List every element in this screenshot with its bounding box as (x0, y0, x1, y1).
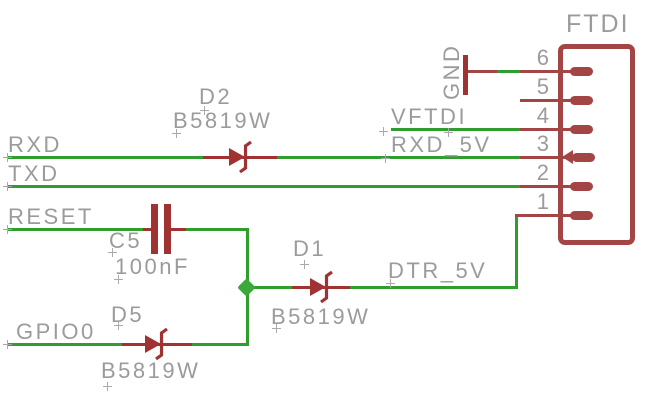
pin-stub-4 (520, 128, 574, 131)
connector-title: FTDI (566, 10, 630, 38)
diode-anode-triangle (229, 148, 245, 166)
wire-dtr5v-net (348, 286, 518, 289)
diode-schottky-cathode (320, 270, 333, 304)
origin-cross (103, 382, 112, 391)
ref-label-c5: C5 (109, 228, 143, 253)
net-label-vftdi: VFTDI (391, 104, 468, 129)
net-label-txd: TXD (8, 161, 60, 186)
pin-number-1: 1 (536, 189, 549, 214)
pin-number-3: 3 (536, 131, 549, 156)
pad-pin-1 (570, 211, 593, 220)
value-label-d2: B5819W (173, 108, 273, 133)
pin-number-6: 6 (536, 45, 549, 70)
wire-junction-dot (237, 278, 256, 297)
origin-cross (3, 225, 12, 234)
ref-label-d5: D5 (111, 302, 145, 327)
origin-cross (200, 106, 209, 115)
pin-stub-6 (520, 70, 574, 73)
diode-schottky-cathode (239, 140, 252, 174)
c5-pin-wire-right (169, 228, 186, 231)
diode-anode-triangle (145, 335, 161, 353)
wire-reset-to-junction (184, 228, 248, 231)
pad-pin-5 (570, 96, 593, 105)
origin-cross (444, 128, 453, 137)
ref-label-d1: D1 (293, 236, 327, 261)
pin-stub-3 (520, 156, 574, 159)
c5-plate-right (164, 204, 171, 254)
origin-cross (386, 279, 395, 288)
origin-cross (381, 154, 390, 163)
origin-cross (114, 321, 123, 330)
diode-schottky-cathode (155, 327, 168, 361)
c5-pin-wire-left (143, 228, 153, 231)
wire-vftdi-net (391, 128, 520, 131)
origin-cross (3, 182, 12, 191)
value-label-d5: B5819W (101, 358, 201, 383)
wire-txd-net (8, 185, 520, 188)
pin-number-5: 5 (536, 74, 549, 99)
value-label-d1: B5819W (271, 304, 371, 329)
origin-cross (379, 127, 388, 136)
schottky-diode-d5-symbol (145, 327, 168, 361)
net-label-rxd-5v: RXD_5V (391, 132, 492, 157)
pad-pin-6 (570, 67, 593, 76)
ftdi-connector-outline (558, 44, 635, 245)
origin-cross (114, 275, 123, 284)
pad-pin-2 (570, 182, 593, 191)
wire-junction-to-d1 (248, 286, 292, 289)
origin-cross (272, 324, 281, 333)
wire-reset-net (8, 228, 145, 231)
ref-label-d2: D2 (199, 84, 233, 109)
net-label-gnd: GND (439, 43, 464, 100)
pad-pin-3-arrow (562, 150, 573, 164)
wire-gnd-net (494, 70, 520, 73)
gnd-bar-symbol (463, 55, 468, 95)
pad-pin-3 (572, 153, 595, 162)
pin-stub-2 (520, 185, 574, 188)
net-label-dtr-5v: DTR_5V (388, 258, 488, 283)
diode-anode-triangle (310, 278, 326, 296)
origin-cross (300, 260, 309, 269)
wire-d5-to-junction (190, 343, 248, 346)
net-label-reset: RESET (8, 204, 94, 229)
net-label-rxd: RXD (8, 132, 62, 157)
origin-cross (172, 129, 181, 138)
net-label-gpio0: GPIO0 (16, 319, 96, 344)
origin-cross (3, 153, 12, 162)
value-label-c5: 100nF (115, 254, 190, 279)
pad-pin-4 (570, 125, 593, 134)
pin-stub-5 (520, 99, 574, 102)
gnd-pin-wire (467, 70, 497, 73)
c5-plate-left (151, 204, 158, 254)
origin-cross (108, 248, 117, 257)
schottky-diode-d2-symbol (229, 140, 252, 174)
wire-gpio0-net (8, 343, 122, 346)
pin-number-4: 4 (536, 103, 549, 128)
pin-number-2: 2 (536, 160, 549, 185)
pin-stub-1 (515, 214, 574, 217)
schottky-diode-d1-symbol (310, 270, 333, 304)
origin-cross (3, 340, 12, 349)
wire-dtr5v-to-pin1 (515, 215, 518, 289)
